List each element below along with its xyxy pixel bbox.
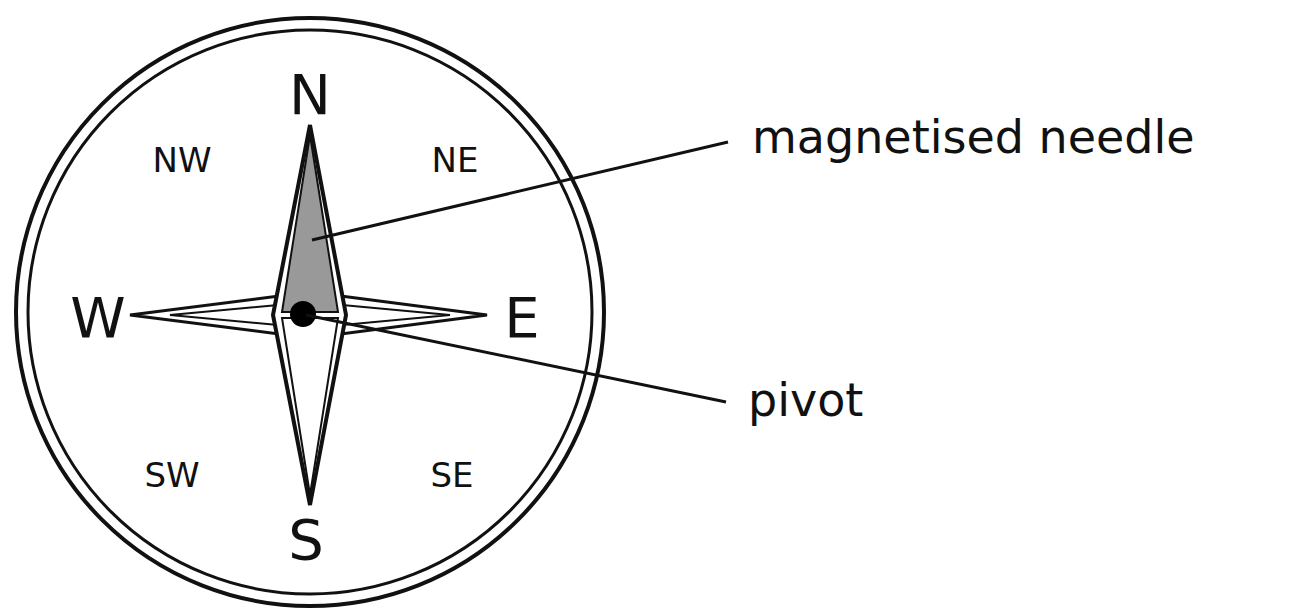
- compass-point: SE: [430, 458, 473, 492]
- needle-north-half: [282, 135, 338, 312]
- compass-point: W: [70, 290, 125, 346]
- part-label: pivot: [748, 377, 863, 423]
- part-label: magnetised needle: [752, 114, 1195, 160]
- compass-point: E: [504, 290, 539, 346]
- pivot-dot: [290, 301, 316, 327]
- compass-inner-ring: [28, 30, 592, 594]
- compass-outer-ring: [16, 18, 604, 606]
- compass-point: NE: [432, 143, 479, 177]
- compass-point: S: [288, 512, 324, 568]
- needle-south-half: [282, 318, 338, 495]
- compass-point: N: [289, 67, 331, 123]
- compass-point: NW: [152, 143, 211, 177]
- leader-line: [312, 142, 728, 240]
- compass-point: SW: [144, 458, 199, 492]
